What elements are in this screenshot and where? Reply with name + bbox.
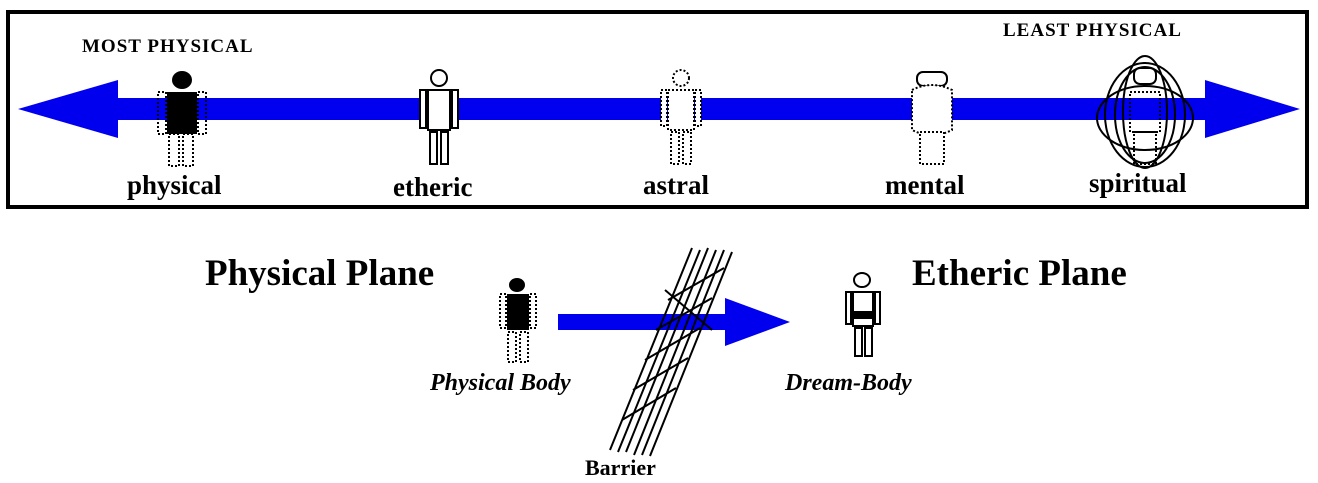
barrier-ladder bbox=[609, 247, 733, 457]
transition-arrow bbox=[558, 298, 790, 346]
spectrum-arrow bbox=[18, 80, 1300, 138]
body-label-mental: mental bbox=[885, 170, 965, 200]
dream-body-caption: Dream-Body bbox=[785, 370, 912, 396]
least-physical-heading: LEAST PHYSICAL bbox=[1003, 20, 1182, 41]
body-label-spiritual: spiritual bbox=[1089, 168, 1187, 198]
body-label-physical: physical bbox=[127, 170, 222, 200]
mental-body-figure bbox=[911, 71, 953, 165]
barrier-label: Barrier bbox=[585, 455, 656, 480]
etheric-plane-title: Etheric Plane bbox=[912, 253, 1127, 294]
physical-body-caption: Physical Body bbox=[430, 370, 571, 396]
small-physical-body-figure bbox=[499, 278, 537, 363]
body-label-astral: astral bbox=[643, 170, 709, 200]
small-dream-body-figure bbox=[845, 272, 881, 357]
etheric-body-figure bbox=[419, 69, 459, 165]
most-physical-heading: MOST PHYSICAL bbox=[82, 36, 254, 57]
physical-body-figure bbox=[157, 71, 207, 167]
spiritual-body-figure bbox=[1096, 55, 1194, 169]
body-label-etheric: etheric bbox=[393, 172, 473, 202]
physical-plane-title: Physical Plane bbox=[205, 253, 435, 294]
astral-body-figure bbox=[660, 69, 702, 165]
